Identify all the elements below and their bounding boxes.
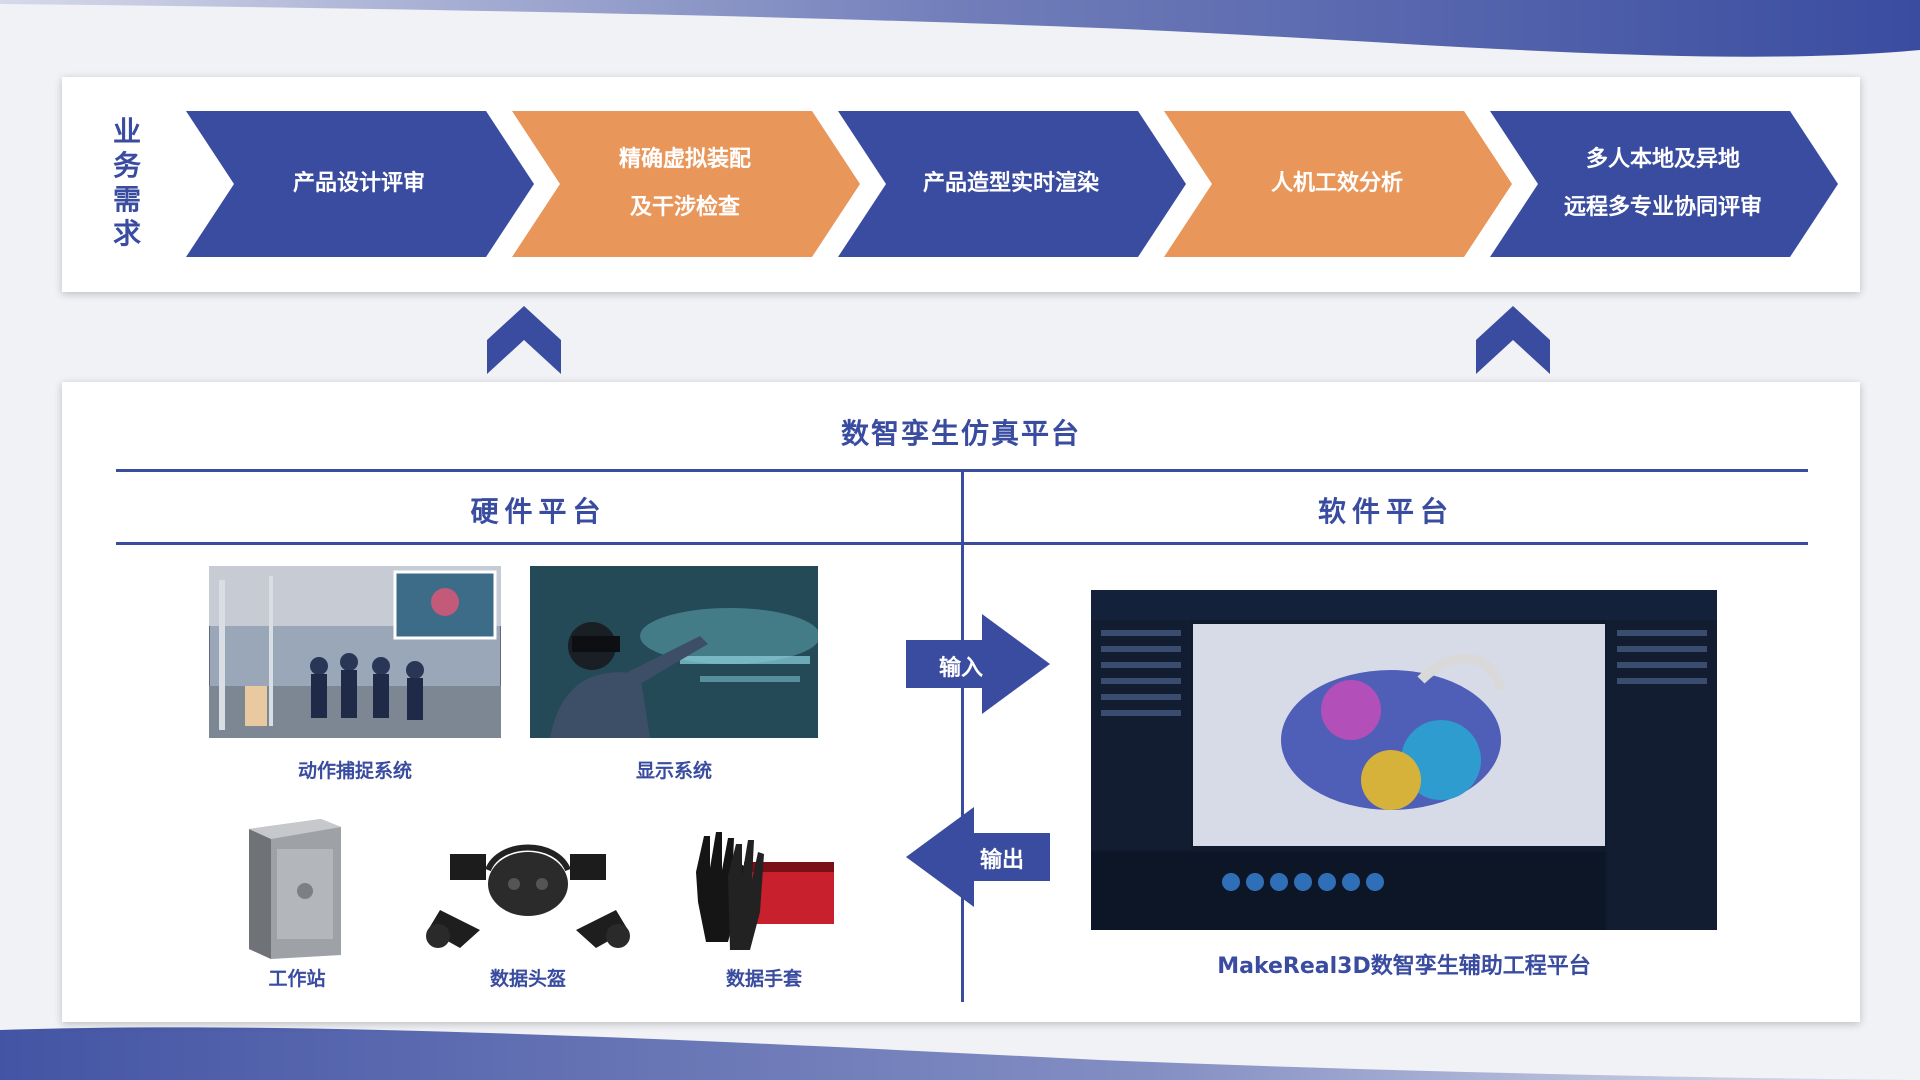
up-arrow-left	[487, 306, 561, 374]
requirement-step-2: 精确虚拟装配及干涉检查	[512, 111, 860, 257]
requirement-step-shape	[512, 111, 860, 257]
workstation-caption: 工作站	[268, 968, 326, 990]
vr-headset-image	[426, 844, 630, 948]
requirement-step-label: 人机工效分析	[1206, 111, 1468, 257]
requirements-chevron-row: 产品设计评审 精确虚拟装配及干涉检查 产品造型实时渲染 人机工效分析 多人本地及异地远程…	[186, 111, 1850, 257]
divider-vertical	[961, 472, 964, 1002]
requirement-step-1: 产品设计评审	[186, 111, 534, 257]
requirement-step-label: 精确虚拟装配及干涉检查	[554, 111, 816, 257]
requirement-step-line: 精确虚拟装配	[618, 147, 751, 172]
workstation-image	[249, 819, 341, 959]
input-label: 输入	[939, 656, 984, 681]
software-caption: MakeReal3D数智孪生辅助工程平台	[1217, 954, 1591, 979]
requirement-step-label: 产品设计评审	[228, 111, 490, 257]
up-arrow-right	[1476, 306, 1550, 374]
requirement-step-line: 人机工效分析	[1270, 171, 1403, 196]
top-wave-decoration	[0, 0, 1920, 57]
input-arrow	[906, 614, 1050, 714]
requirement-step-label: 多人本地及异地远程多专业协同评审	[1532, 111, 1794, 257]
divider-top	[116, 469, 1808, 472]
requirement-step-3: 产品造型实时渲染	[838, 111, 1186, 257]
requirement-step-line: 远程多专业协同评审	[1563, 195, 1762, 220]
data-gloves-caption: 数据手套	[725, 968, 802, 990]
requirement-step-line: 及干涉检查	[629, 195, 740, 220]
requirement-step-shape	[1164, 111, 1512, 257]
requirement-step-label: 产品造型实时渲染	[880, 111, 1142, 257]
vr-headset-caption: 数据头盔	[489, 968, 566, 990]
requirement-step-shape	[186, 111, 534, 257]
motion-capture-image	[209, 566, 501, 738]
hardware-heading: 硬件平台	[470, 495, 607, 528]
requirements-panel: 业务需求 产品设计评审 精确虚拟装配及干涉检查 产品造型实时渲染 人机工效分析 多人本地…	[62, 77, 1860, 292]
output-label: 输出	[980, 848, 1025, 873]
software-heading: 软件平台	[1317, 495, 1454, 528]
requirement-step-line: 多人本地及异地	[1585, 147, 1740, 172]
requirement-step-4: 人机工效分析	[1164, 111, 1512, 257]
requirement-step-5: 多人本地及异地远程多专业协同评审	[1490, 111, 1838, 257]
display-system-image	[530, 566, 818, 738]
requirement-step-shape	[1490, 111, 1838, 257]
requirement-step-line: 产品设计评审	[292, 171, 425, 196]
requirement-step-line: 产品造型实时渲染	[922, 171, 1099, 196]
software-screenshot-image	[1091, 590, 1717, 930]
platform-title: 数智孪生仿真平台	[840, 417, 1081, 450]
output-arrow	[906, 807, 1050, 907]
platform-panel: 数智孪生仿真平台 硬件平台 软件平台 动作捕捉系统 显示系统	[62, 382, 1860, 1022]
requirements-side-label: 业务需求	[112, 115, 141, 250]
motion-capture-caption: 动作捕捉系统	[297, 760, 412, 782]
requirement-step-shape	[838, 111, 1186, 257]
bottom-wave-decoration	[0, 1027, 1920, 1080]
display-system-caption: 显示系统	[635, 760, 712, 782]
data-gloves-image	[696, 832, 834, 950]
